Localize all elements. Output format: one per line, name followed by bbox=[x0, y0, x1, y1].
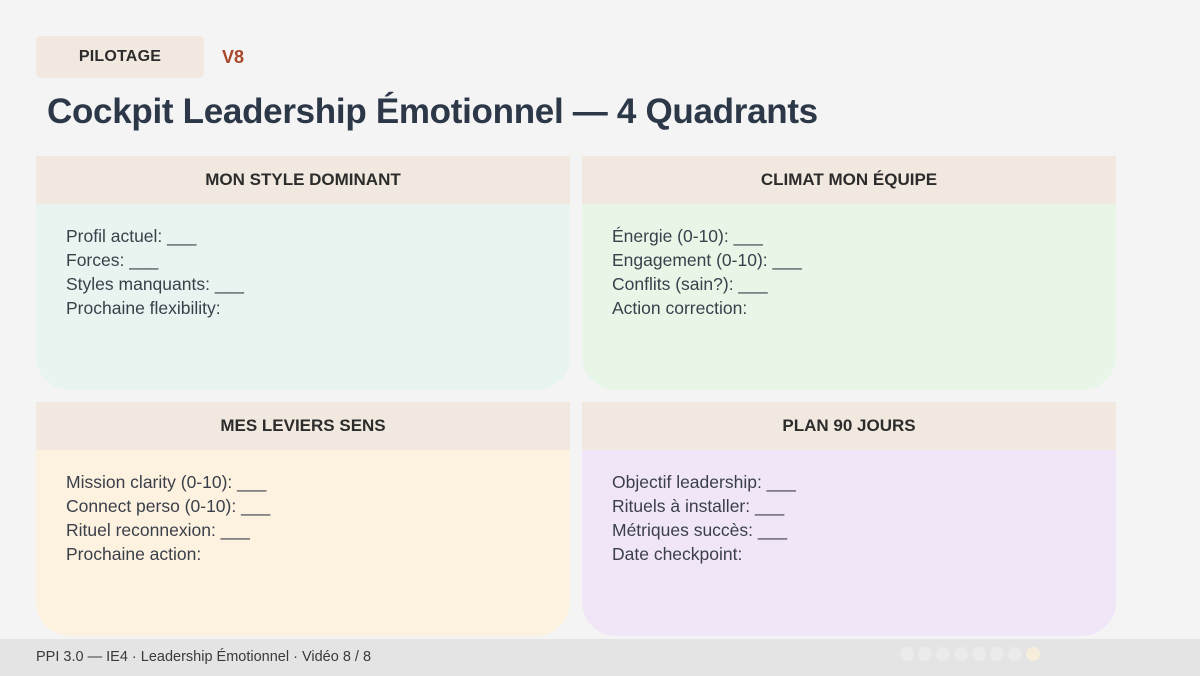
quadrant-item: Profil actuel: ___ bbox=[66, 226, 197, 246]
quadrant-title: MES LEVIERS SENS bbox=[36, 402, 570, 450]
quadrant-plan-90-jours: PLAN 90 JOURS Objectif leadership: ___ R… bbox=[582, 402, 1116, 636]
quadrant-item: Date checkpoint: bbox=[612, 544, 743, 564]
quadrant-item: Rituels à installer: ___ bbox=[612, 496, 785, 516]
progress-dots bbox=[900, 647, 1040, 661]
progress-dot bbox=[972, 647, 986, 661]
progress-dot bbox=[900, 647, 914, 661]
section-badge: PILOTAGE bbox=[36, 36, 204, 78]
quadrant-item: Mission clarity (0-10): ___ bbox=[66, 472, 267, 492]
progress-dot bbox=[954, 647, 968, 661]
quadrant-title: PLAN 90 JOURS bbox=[582, 402, 1116, 450]
footer-bar: PPI 3.0 — IE4 · Leadership Émotionnel · … bbox=[0, 639, 1200, 676]
quadrant-leviers-sens: MES LEVIERS SENS Mission clarity (0-10):… bbox=[36, 402, 570, 636]
quadrant-climat-equipe: CLIMAT MON ÉQUIPE Énergie (0-10): ___ En… bbox=[582, 156, 1116, 390]
footer-caption: PPI 3.0 — IE4 · Leadership Émotionnel · … bbox=[36, 649, 372, 665]
quadrant-body: Mission clarity (0-10): ___ Connect pers… bbox=[36, 450, 570, 566]
version-label: V8 bbox=[222, 47, 245, 67]
quadrant-item: Prochaine flexibility: bbox=[66, 298, 221, 318]
quadrant-item: Énergie (0-10): ___ bbox=[612, 226, 763, 246]
quadrant-item: Action correction: bbox=[612, 298, 748, 318]
progress-dot bbox=[918, 647, 932, 661]
quadrant-title: CLIMAT MON ÉQUIPE bbox=[582, 156, 1116, 204]
quadrant-title: MON STYLE DOMINANT bbox=[36, 156, 570, 204]
quadrant-item: Forces: ___ bbox=[66, 250, 159, 270]
quadrant-item: Conflits (sain?): ___ bbox=[612, 274, 768, 294]
quadrant-item: Connect perso (0-10): ___ bbox=[66, 496, 271, 516]
quadrant-style-dominant: MON STYLE DOMINANT Profil actuel: ___ Fo… bbox=[36, 156, 570, 390]
quadrant-item: Objectif leadership: ___ bbox=[612, 472, 796, 492]
quadrant-item: Rituel reconnexion: ___ bbox=[66, 520, 250, 540]
progress-dot bbox=[936, 647, 950, 661]
progress-dot bbox=[1008, 647, 1022, 661]
quadrant-body: Objectif leadership: ___ Rituels à insta… bbox=[582, 450, 1116, 566]
progress-dot bbox=[990, 647, 1004, 661]
quadrant-body: Énergie (0-10): ___ Engagement (0-10): _… bbox=[582, 204, 1116, 320]
progress-dot bbox=[1026, 647, 1040, 661]
quadrant-item: Métriques succès: ___ bbox=[612, 520, 788, 540]
page-title: Cockpit Leadership Émotionnel — 4 Quadra… bbox=[47, 92, 818, 131]
quadrant-body: Profil actuel: ___ Forces: ___ Styles ma… bbox=[36, 204, 570, 320]
quadrant-item: Prochaine action: bbox=[66, 544, 202, 564]
quadrant-item: Styles manquants: ___ bbox=[66, 274, 245, 294]
quadrant-item: Engagement (0-10): ___ bbox=[612, 250, 802, 270]
